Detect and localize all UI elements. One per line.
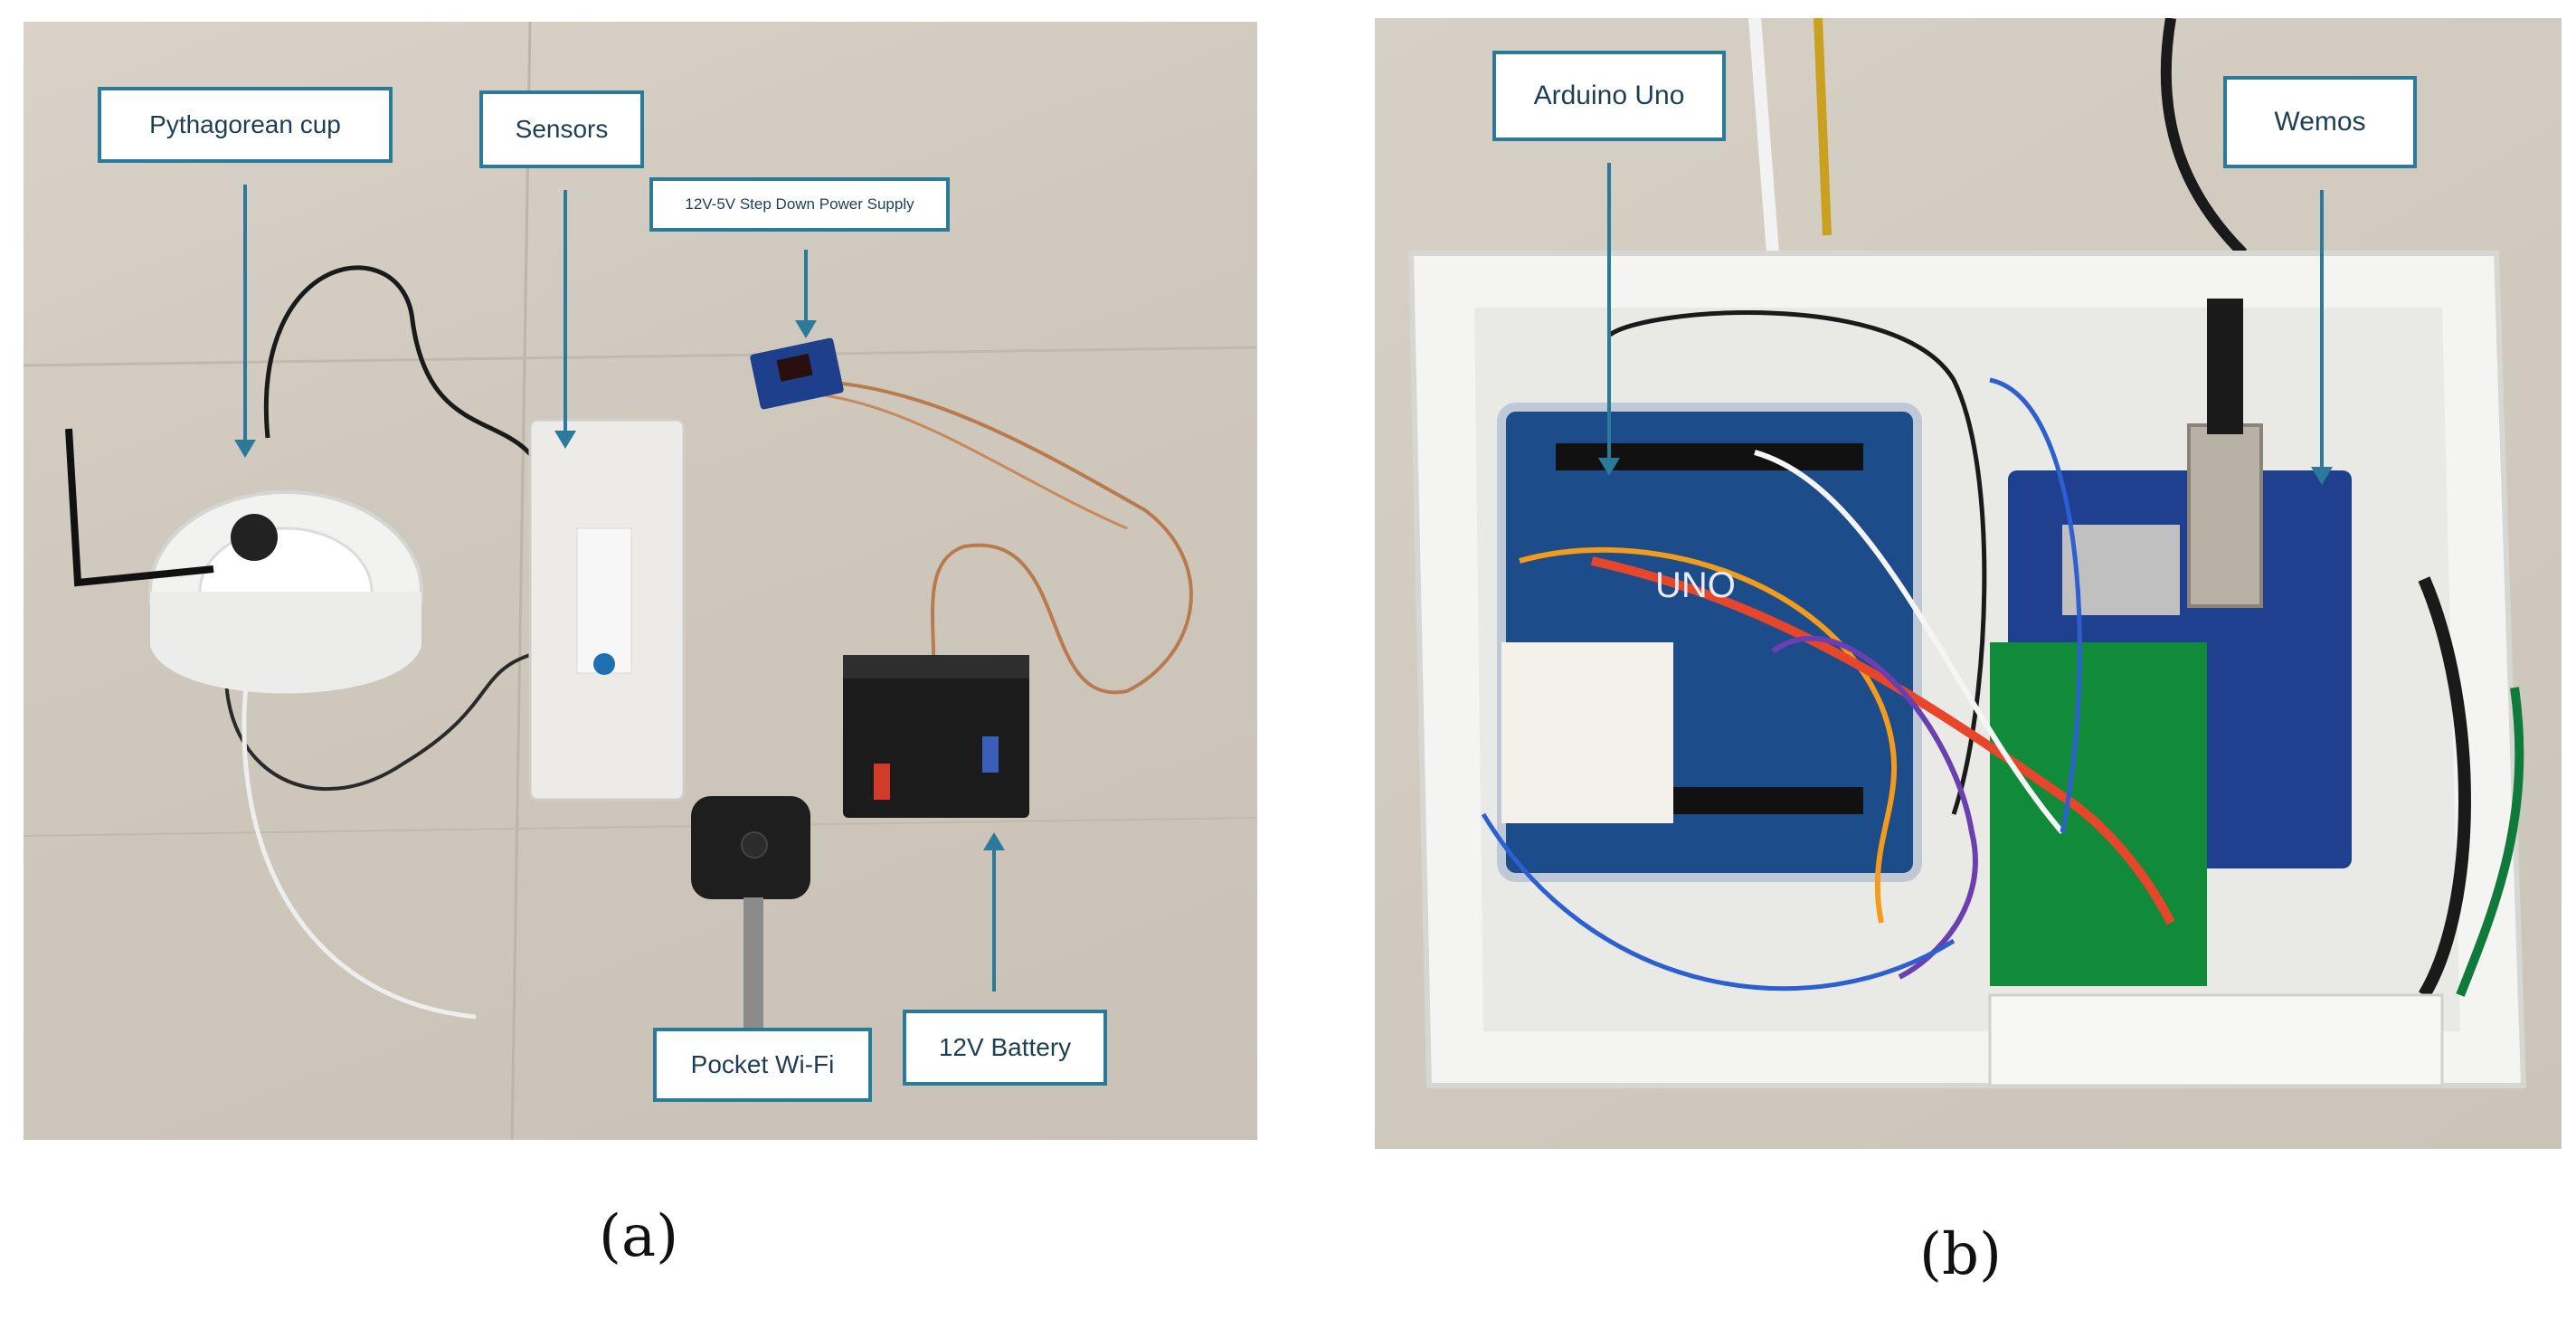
arduino-uno-arrow: [1598, 163, 1620, 476]
power-supply-arrow: [795, 250, 817, 338]
caption-a: (a): [599, 1203, 679, 1270]
pythagorean-cup-arrow: [234, 185, 256, 458]
pocket-wifi-label: Pocket Wi-Fi: [653, 1028, 872, 1102]
photo-panel-b: UNO Arduino Uno Wemos: [1375, 18, 2562, 1149]
power-supply-label: 12V-5V Step Down Power Supply: [649, 177, 950, 232]
battery-arrow: [992, 847, 996, 992]
setup-photo-illustration: [24, 22, 1257, 1140]
uno-board-text: UNO: [1655, 565, 1736, 605]
photo-panel-a: Pythagorean cup Sensors 12V-5V Step Down…: [24, 22, 1257, 1140]
enclosure-photo-illustration: UNO: [1407, 18, 2527, 1088]
wemos-arrow: [2311, 190, 2333, 485]
arduino-uno-label: Arduino Uno: [1492, 51, 1726, 141]
sensors-label: Sensors: [479, 90, 644, 168]
pythagorean-cup-label: Pythagorean cup: [98, 87, 393, 163]
wemos-label: Wemos: [2223, 76, 2417, 168]
battery-label: 12V Battery: [903, 1010, 1107, 1086]
caption-b: (b): [1919, 1221, 2002, 1288]
sensors-arrow: [554, 190, 576, 449]
